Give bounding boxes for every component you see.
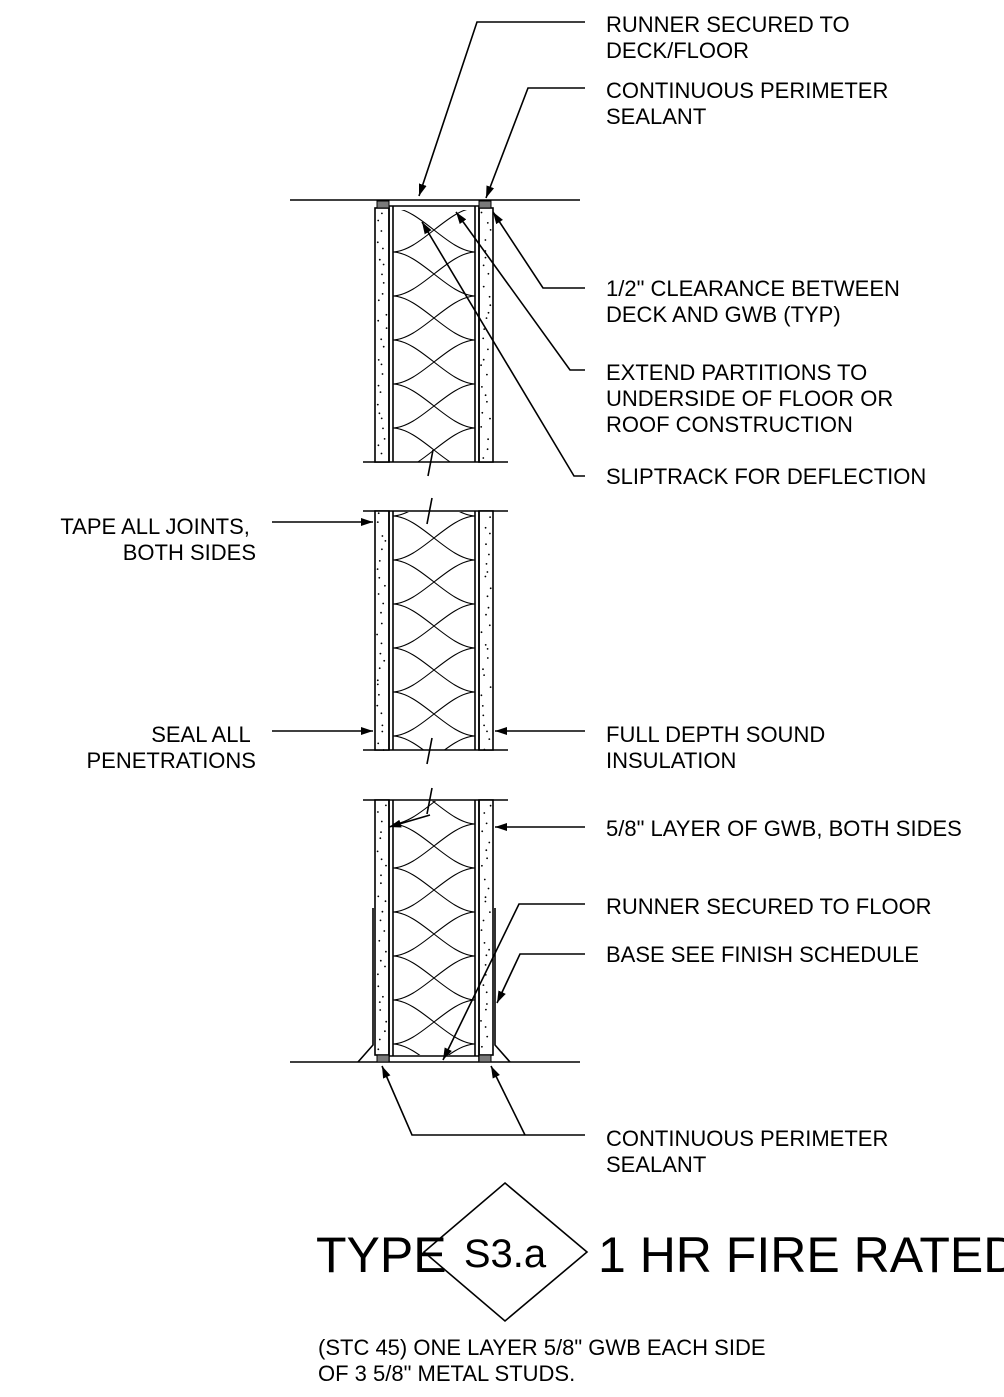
description: (STC 45) ONE LAYER 5/8" GWB EACH SIDE OF… [318,1335,772,1386]
label-seal-penetrations: SEAL ALL PENETRATIONS [86,722,256,773]
label-tape: TAPE ALL JOINTS, BOTH SIDES [60,514,256,565]
perimeter-sealant [376,200,390,209]
gwb-speckle-pattern [376,211,492,1051]
wall-segment-middle [374,497,494,765]
perimeter-sealant [376,1054,390,1063]
label-runner-deck: RUNNER SECURED TO DECK/FLOOR [606,12,856,63]
leader-sealant-bottom-b [490,1065,526,1136]
base-trim [494,908,511,1063]
leader-sealant-bottom-a [381,1065,585,1136]
leader-runner-floor [442,903,585,1061]
perimeter-sealant [478,1054,492,1063]
label-base: BASE SEE FINISH SCHEDULE [606,942,919,967]
label-extend: EXTEND PARTITIONS TO UNDERSIDE OF FLOOR … [606,360,899,437]
label-clearance: 1/2" CLEARANCE BETWEEN DECK AND GWB (TYP… [606,276,906,327]
fire-rating: 1 HR FIRE RATED [598,1227,1004,1283]
label-gwb-layer: 5/8" LAYER OF GWB, BOTH SIDES [606,816,962,841]
type-tag-diamond [422,1181,589,1323]
label-sealant-bottom: CONTINUOUS PERIMETER SEALANT [606,1126,894,1177]
wall-segment-top [374,200,494,477]
label-sealant-top: CONTINUOUS PERIMETER SEALANT [606,78,894,129]
perimeter-sealant [478,200,492,209]
leader-clearance [492,211,585,289]
label-runner-floor: RUNNER SECURED TO FLOOR [606,894,932,919]
leader-gwb-layer-left [388,814,431,828]
leader-sliptrack [421,221,585,477]
leader-extend [455,211,585,371]
base-trim [357,908,374,1063]
leader-base [496,953,585,1004]
type-tag: S3.a [464,1232,547,1276]
label-insulation: FULL DEPTH SOUND INSULATION [606,722,831,773]
leader-runner-deck [418,21,585,197]
leader-sealant-top [485,87,585,199]
title-prefix: TYPE [316,1227,447,1283]
label-sliptrack: SLIPTRACK FOR DEFLECTION [606,464,926,489]
wall-segment-bottom [357,787,511,1063]
